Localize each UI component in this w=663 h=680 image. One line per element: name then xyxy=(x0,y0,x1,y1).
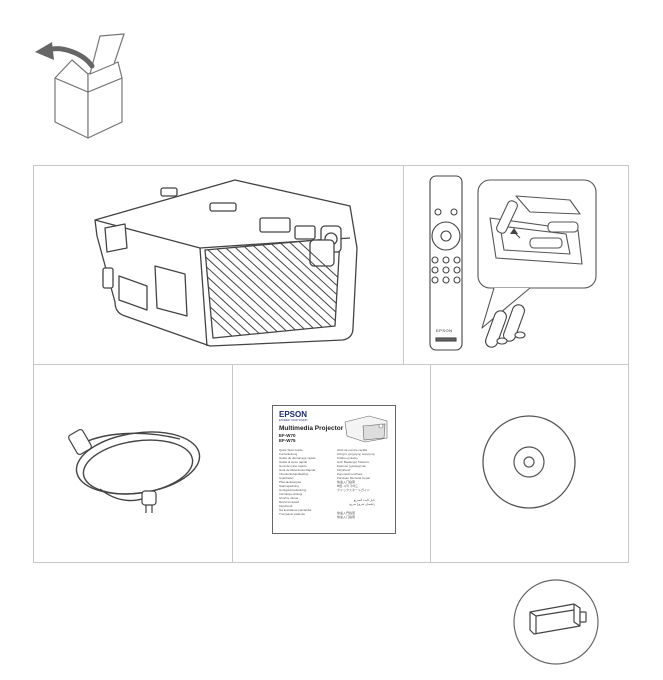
manual-right-column: Ghid de pornire rapidă Οδηγός γρήγορης ε… xyxy=(337,448,375,519)
manual-line: Snabbstart xyxy=(279,476,294,480)
open-box-icon xyxy=(30,30,140,145)
manual-line: Trumpasis vadovas xyxy=(279,512,305,516)
manual-line: Startvejledning xyxy=(279,484,299,488)
manual-line: راهنمای شروع سریع xyxy=(349,502,375,506)
quick-start-manual: EPSON EXCEED YOUR VISION Multimedia Proj… xyxy=(272,405,396,534)
manual-line: Οδηγός γρήγορης εκκίνησης xyxy=(337,452,375,456)
manual-line: 빠른 시작 가이드 xyxy=(337,484,358,488)
manual-line: Pika-aloitusopas xyxy=(279,480,302,484)
manual-line: دليل البدء السريع xyxy=(353,498,375,502)
manual-line: Ghid de pornire rapidă xyxy=(337,448,367,452)
remote-brand: EPSON xyxy=(436,328,453,333)
manual-line: 快速入門指南 xyxy=(337,511,356,515)
streaming-stick-accessory xyxy=(512,578,600,666)
manual-line: Guía de inicio rápido xyxy=(279,464,307,468)
manual-model-1: EF-W70 xyxy=(279,433,296,438)
manual-line: Guide de démarrage rapide xyxy=(279,456,316,460)
manual-title: Multimedia Projector xyxy=(279,425,344,432)
manual-line: Hurtigstartveiledning xyxy=(279,488,307,492)
grid-bottom xyxy=(33,562,629,563)
manual-line: Introductiehandleiding xyxy=(279,472,309,476)
manual-line: Короткий посібник xyxy=(337,472,363,476)
manual-line: Guida di avvio rapido xyxy=(279,460,308,464)
manual-line: Kurzanleitung xyxy=(279,452,298,456)
grid-left xyxy=(33,165,34,563)
grid-right xyxy=(628,165,629,563)
manual-brand: EPSON xyxy=(279,410,308,419)
manual-line: Hızlı Başlangıç Kılavuzu xyxy=(337,460,370,464)
power-cord-image xyxy=(60,405,210,525)
manual-projector-thumbnail xyxy=(344,415,388,443)
projector-image xyxy=(85,178,375,348)
manual-line: Īsa lietošanas pamācība xyxy=(279,508,312,512)
manual-model-2: EF-W75 xyxy=(279,438,296,443)
manual-line: Rövid útmutató xyxy=(279,500,300,504)
manual-line: 快速入门指南 xyxy=(337,515,356,519)
manual-line: 快速入门指南 xyxy=(337,480,356,484)
manual-tagline: EXCEED YOUR VISION xyxy=(279,419,308,422)
manual-line: Краткое руководство xyxy=(337,464,367,468)
manual-line: クイックスタートガイド xyxy=(337,488,370,492)
manual-line: Guia de Referência Rápida xyxy=(279,468,316,472)
grid-divider-top xyxy=(403,165,404,365)
grid-divider-bottom-2 xyxy=(430,364,431,563)
manual-line: Panduan Memulai Cepat xyxy=(337,476,371,480)
remote-control-image: EPSON xyxy=(426,174,466,354)
manual-line: Kiirjuhend xyxy=(279,504,293,508)
manual-line: Quick Start Guide xyxy=(279,448,303,452)
manual-line: Kratko uputstvo xyxy=(337,456,358,460)
manual-line: Kiirjuhend xyxy=(337,468,351,472)
grid-divider-bottom-1 xyxy=(232,364,233,563)
manual-line: Instrukcja obsługi xyxy=(279,492,303,496)
cd-rom-disc xyxy=(481,414,577,510)
battery-insertion-callout xyxy=(470,178,605,353)
manual-left-column: Quick Start Guide Kurzanleitung Guide de… xyxy=(279,448,316,516)
grid-top xyxy=(33,165,629,166)
manual-line: Stručný návod xyxy=(279,496,299,500)
grid-middle xyxy=(33,364,629,365)
